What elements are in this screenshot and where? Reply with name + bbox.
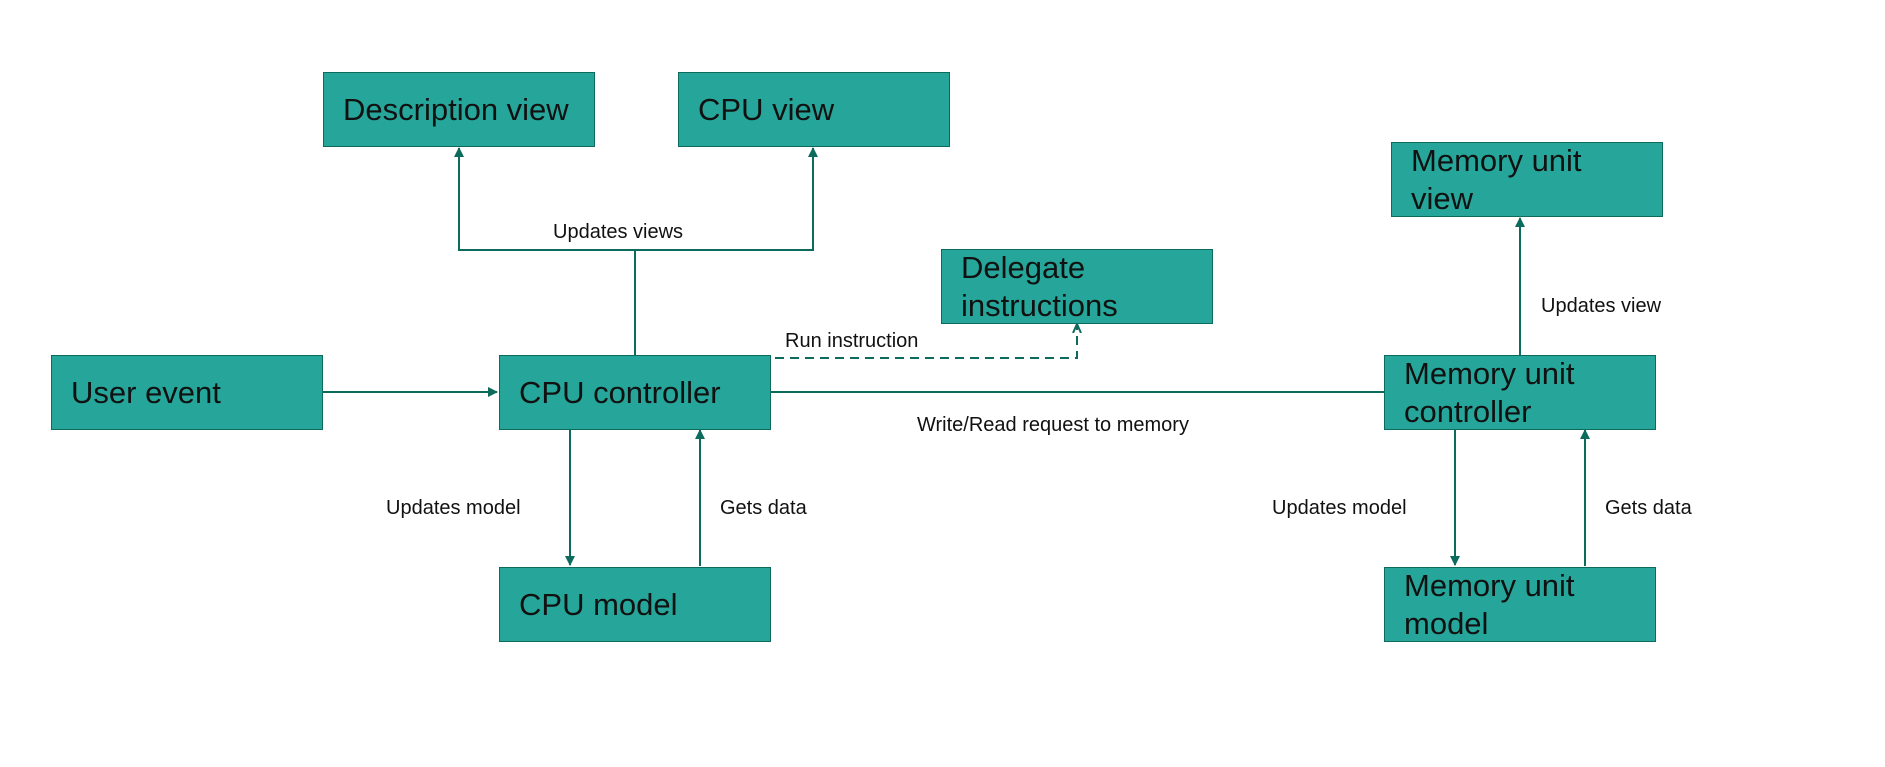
node-memory-unit-model: Memory unit model: [1384, 567, 1656, 642]
node-cpu-controller-label: CPU controller: [519, 374, 721, 410]
label-cpu-gets-data: Gets data: [720, 497, 807, 519]
label-updates-views: Updates views: [553, 221, 684, 243]
node-user-event: User event: [51, 355, 323, 430]
node-memory-unit-model-label: Memory unit model: [1404, 567, 1575, 641]
label-mem-updates-model: Updates model: [1272, 497, 1407, 519]
node-cpu-model: CPU model: [499, 567, 771, 642]
node-cpu-view: CPU view: [678, 72, 950, 147]
node-description-view-label: Description view: [343, 91, 569, 127]
node-memory-unit-view: Memory unit view: [1391, 142, 1663, 217]
label-mem-gets-data: Gets data: [1605, 497, 1692, 519]
label-cpu-updates-model: Updates model: [386, 497, 521, 519]
node-cpu-controller: CPU controller: [499, 355, 771, 430]
node-cpu-view-label: CPU view: [698, 91, 835, 127]
label-updates-view: Updates view: [1541, 295, 1662, 317]
node-cpu-model-label: CPU model: [519, 586, 678, 622]
edge-to-description-view: [454, 147, 635, 251]
edge-run-instruction: [775, 324, 1077, 359]
node-user-event-label: User event: [71, 374, 221, 410]
node-memory-unit-controller: Memory unit controller: [1384, 355, 1656, 430]
node-description-view: Description view: [323, 72, 595, 147]
edge-to-cpu-view: [635, 147, 818, 251]
node-memory-unit-controller-label: Memory unit controller: [1404, 355, 1575, 429]
label-run-instruction: Run instruction: [785, 330, 919, 352]
node-memory-unit-view-label: Memory unit view: [1411, 142, 1582, 216]
label-write-read-request: Write/Read request to memory: [917, 414, 1189, 436]
node-delegate-instructions-label: Delegate instructions: [961, 249, 1118, 323]
node-delegate-instructions: Delegate instructions: [941, 249, 1213, 324]
